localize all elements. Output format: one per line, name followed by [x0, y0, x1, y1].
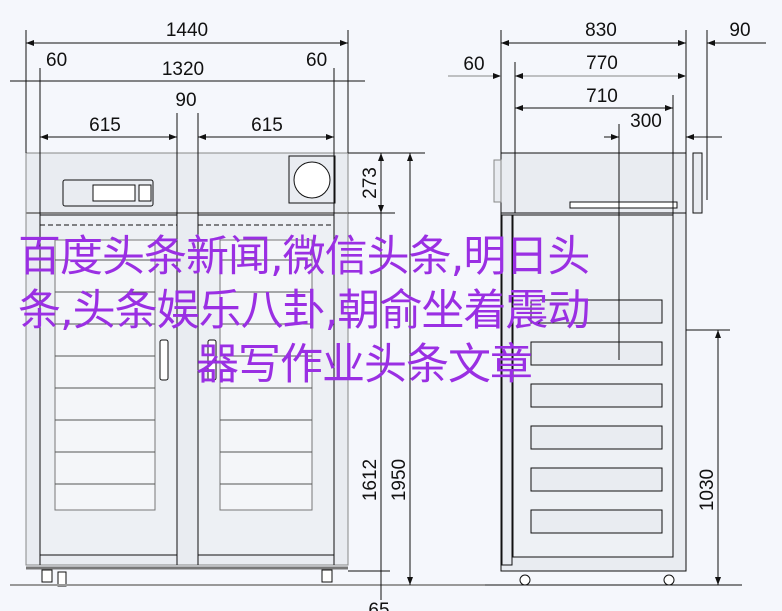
dim-side-left: 60 — [46, 50, 67, 71]
dim-inner-depth: 710 — [586, 86, 618, 107]
drawer — [530, 299, 663, 324]
dim-foot-height: 65 — [368, 600, 389, 611]
drawer — [530, 509, 663, 534]
drawer — [530, 383, 663, 408]
dim-fan-offset: 300 — [630, 111, 662, 132]
drawer — [530, 467, 663, 492]
dim-overall-width: 1440 — [166, 20, 208, 41]
dim-door-height: 1612 — [360, 459, 381, 501]
dim-overall-height: 1950 — [389, 459, 410, 501]
dim-drawer-height: 1030 — [697, 469, 718, 511]
dim-door-depth: 90 — [729, 20, 750, 41]
dim-mullion: 90 — [175, 90, 196, 111]
dim-side-right: 60 — [306, 50, 327, 71]
dim-door-left: 615 — [89, 115, 121, 136]
drawer — [530, 425, 663, 450]
dim-offset: 60 — [463, 54, 484, 75]
dim-inner-width: 1320 — [162, 59, 204, 80]
dim-header-height: 273 — [360, 167, 381, 199]
overlay-text-line-3: 器写作业头条文章 — [196, 340, 533, 390]
overlay-text-line-2: 条,头条娱乐八卦,朝俞坐着震动 — [18, 286, 590, 336]
overlay-text-line-1: 百度头条新闻,微信头条,明日头 — [18, 232, 590, 282]
drawer — [530, 341, 663, 366]
dim-depth: 830 — [585, 20, 617, 41]
dim-door-right: 615 — [251, 115, 283, 136]
dim-body-depth: 770 — [586, 53, 618, 74]
